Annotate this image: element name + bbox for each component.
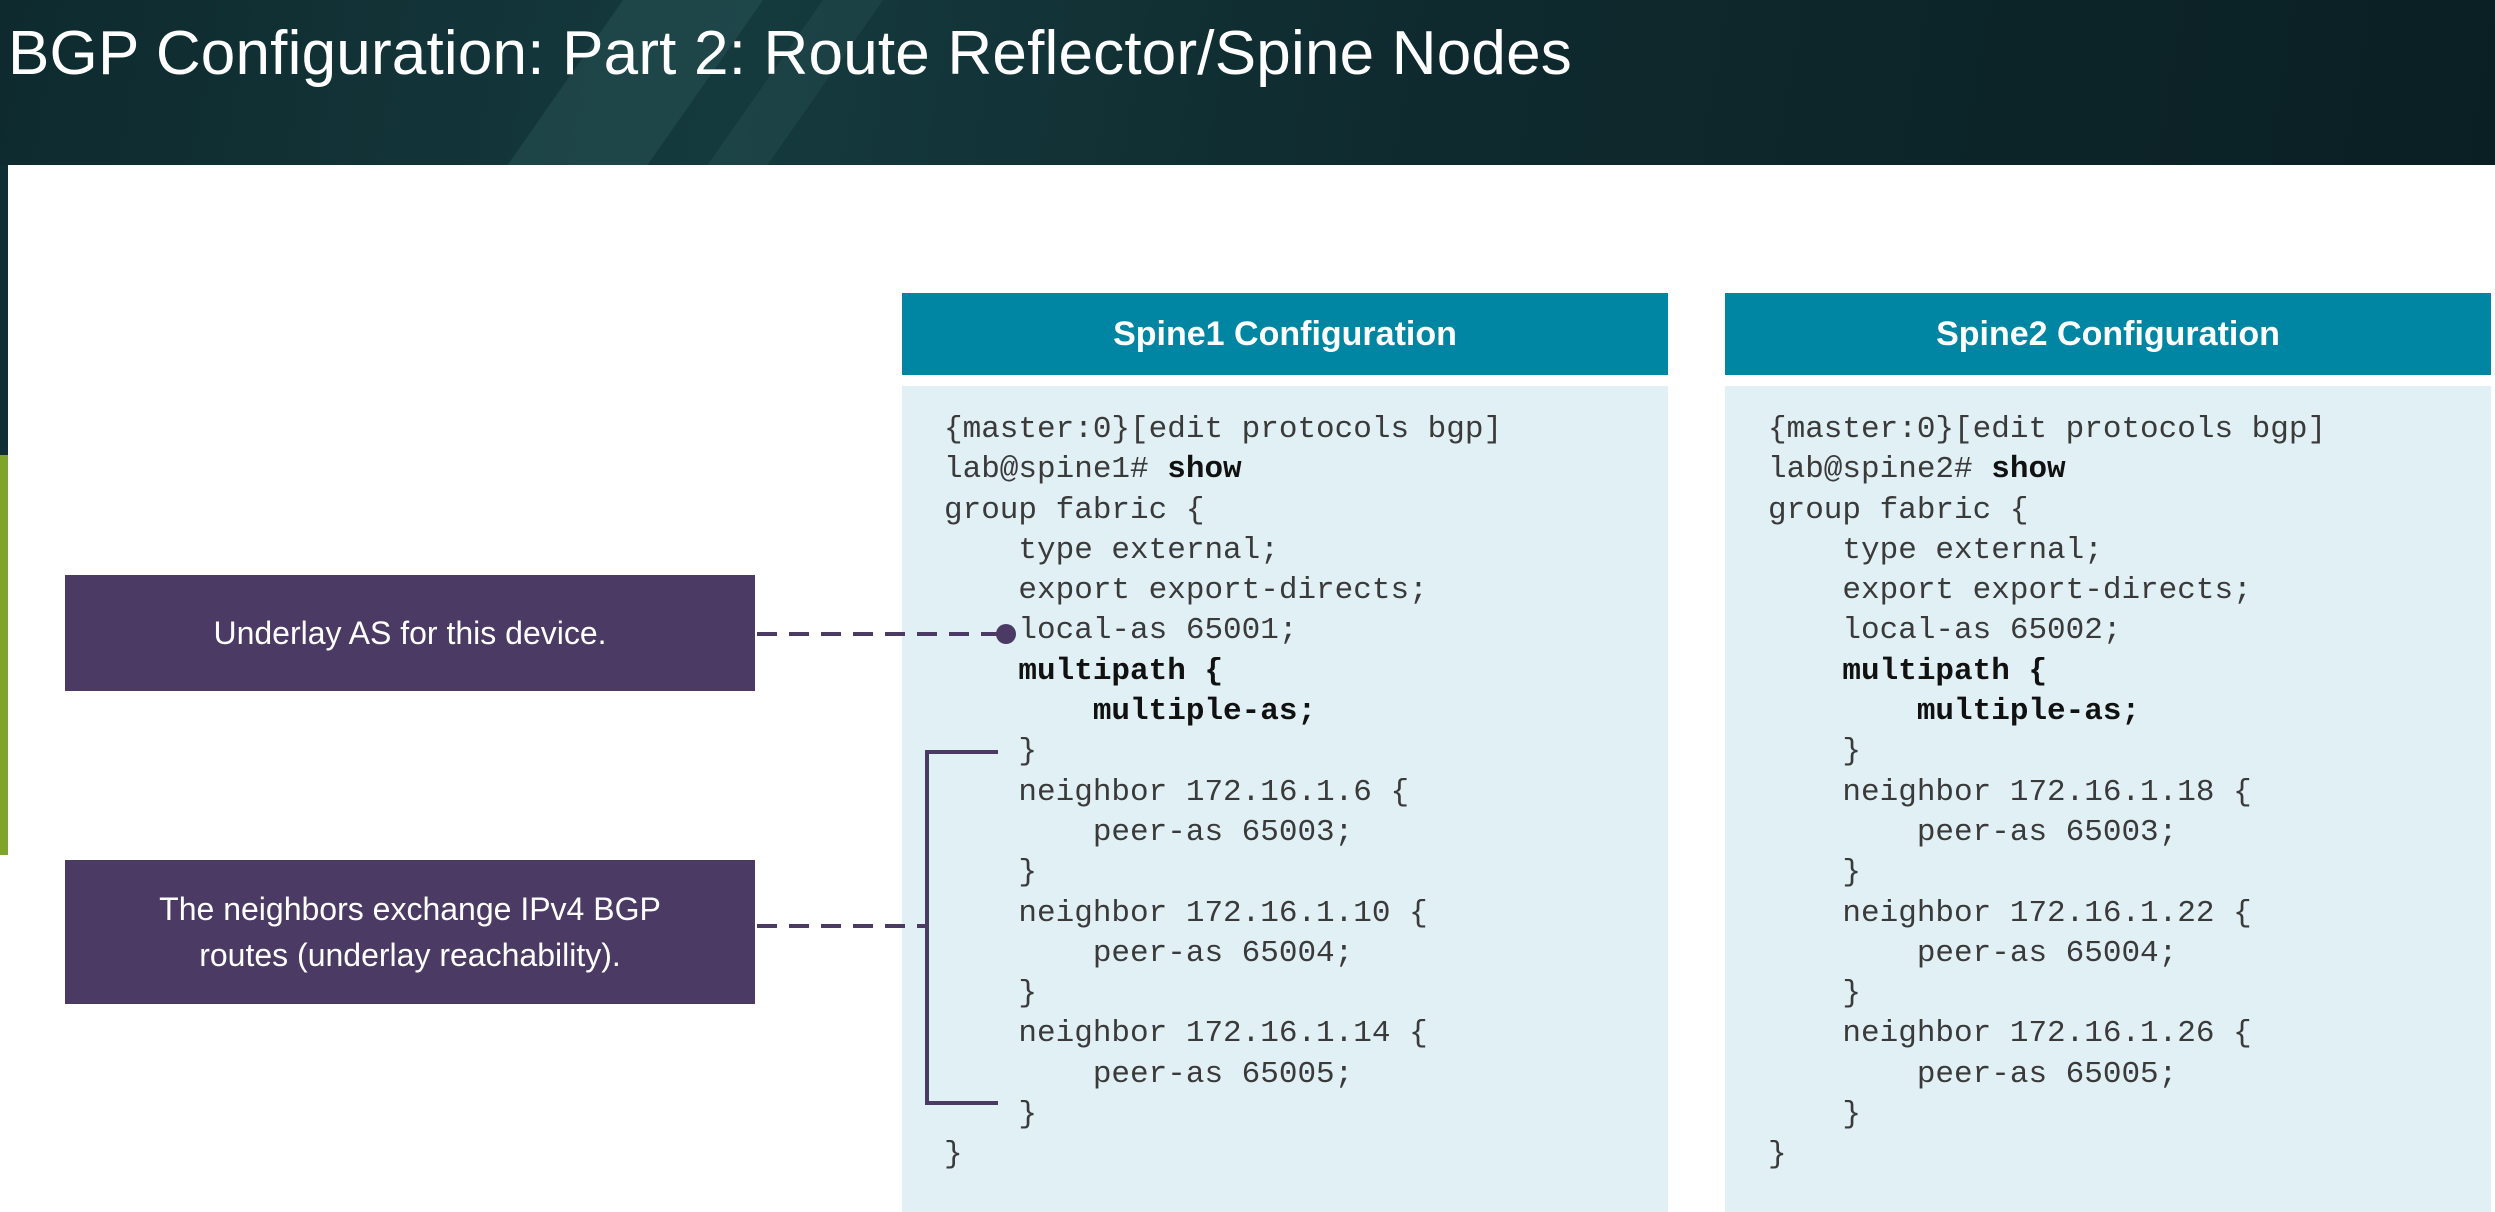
code-line: group fabric { — [1768, 492, 2029, 528]
code-line: peer-as 65003; — [1768, 814, 2178, 850]
code-line: } — [1768, 1137, 1787, 1173]
code-line: } — [944, 1097, 1038, 1133]
left-edge-green-segment — [0, 455, 8, 855]
callout-neighbors-line2: routes (underlay reachability). — [199, 937, 621, 973]
spine2-panel-header: Spine2 Configuration — [1725, 293, 2491, 375]
spine1-panel-header: Spine1 Configuration — [902, 293, 1668, 375]
code-line: peer-as 65005; — [944, 1056, 1354, 1092]
code-line: } — [944, 734, 1038, 770]
spine2-panel-body — [1725, 386, 2491, 1212]
code-command: show — [1167, 452, 1242, 488]
code-line: } — [1768, 855, 1862, 891]
code-line: peer-as 65005; — [1768, 1056, 2178, 1092]
spine2-config-code: {master:0}[edit protocols bgp] lab@spine… — [1768, 410, 2326, 1176]
code-line: } — [1768, 1097, 1862, 1133]
code-command: show — [1991, 452, 2066, 488]
code-line: neighbor 172.16.1.6 { — [944, 774, 1410, 810]
code-line: peer-as 65004; — [944, 935, 1354, 971]
code-line: export export-directs; — [1768, 573, 2252, 609]
code-line: neighbor 172.16.1.26 { — [1768, 1016, 2252, 1052]
callout-underlay-as-text: Underlay AS for this device. — [213, 614, 607, 651]
code-line: } — [944, 976, 1038, 1012]
code-line: } — [944, 1137, 963, 1173]
code-line: {master:0}[edit protocols bgp] — [944, 412, 1503, 447]
callout-neighbors: The neighbors exchange IPv4 BGP routes (… — [65, 860, 755, 1004]
code-line: multiple-as; — [1768, 694, 2141, 730]
code-line: neighbor 172.16.1.10 { — [944, 895, 1428, 931]
code-line: group fabric { — [944, 492, 1205, 528]
code-line: multipath { — [944, 653, 1224, 689]
code-line: multiple-as; — [944, 694, 1317, 730]
code-line: } — [1768, 976, 1862, 1012]
slide-title: BGP Configuration: Part 2: Route Reflect… — [8, 19, 1572, 88]
code-prompt: lab@spine1# — [944, 452, 1168, 488]
code-line: neighbor 172.16.1.22 { — [1768, 895, 2252, 931]
code-line: } — [1768, 734, 1862, 770]
spine1-config-code: {master:0}[edit protocols bgp] lab@spine… — [944, 410, 1502, 1176]
code-line: type external; — [1768, 532, 2103, 568]
code-line: peer-as 65004; — [1768, 935, 2178, 971]
code-line: } — [944, 855, 1038, 891]
left-edge-dark-segment — [0, 165, 8, 455]
code-line: local-as 65002; — [1768, 613, 2122, 649]
callout-neighbors-line1: The neighbors exchange IPv4 BGP — [159, 890, 661, 927]
code-line: peer-as 65003; — [944, 814, 1354, 850]
title-bar: BGP Configuration: Part 2: Route Reflect… — [0, 0, 2495, 165]
code-line: export export-directs; — [944, 573, 1428, 609]
code-line: multipath { — [1768, 653, 2048, 689]
code-line: {master:0}[edit protocols bgp] — [1768, 412, 2327, 447]
code-line: local-as 65001; — [944, 613, 1298, 649]
code-line: neighbor 172.16.1.18 { — [1768, 774, 2252, 810]
code-line: neighbor 172.16.1.14 { — [944, 1016, 1428, 1052]
code-prompt: lab@spine2# — [1768, 452, 1992, 488]
spine1-panel-body — [902, 386, 1668, 1212]
callout-underlay-as: Underlay AS for this device. — [65, 575, 755, 691]
code-line: type external; — [944, 532, 1279, 568]
